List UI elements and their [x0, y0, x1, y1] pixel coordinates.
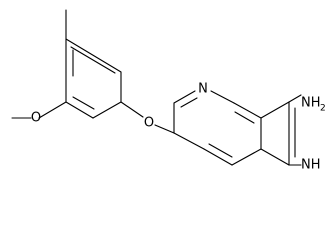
amidine-group: NH 2 NH: [260, 94, 326, 173]
ether-oxygen-label: O: [144, 116, 154, 131]
pyridine-ring: N: [173, 82, 262, 166]
amine-subscript: 2: [320, 104, 326, 114]
ether-linkage: O: [120, 101, 175, 134]
chemical-structure-diagram: O O N NH 2 NH: [11, 9, 326, 173]
methoxy-oxygen-label: O: [31, 111, 41, 126]
benzene-ring: [65, 38, 122, 119]
methoxy-group: O: [11, 101, 67, 126]
amine-label: NH: [301, 96, 321, 111]
pyridine-nitrogen-label: N: [198, 82, 208, 97]
imine-label: NH: [301, 158, 321, 173]
